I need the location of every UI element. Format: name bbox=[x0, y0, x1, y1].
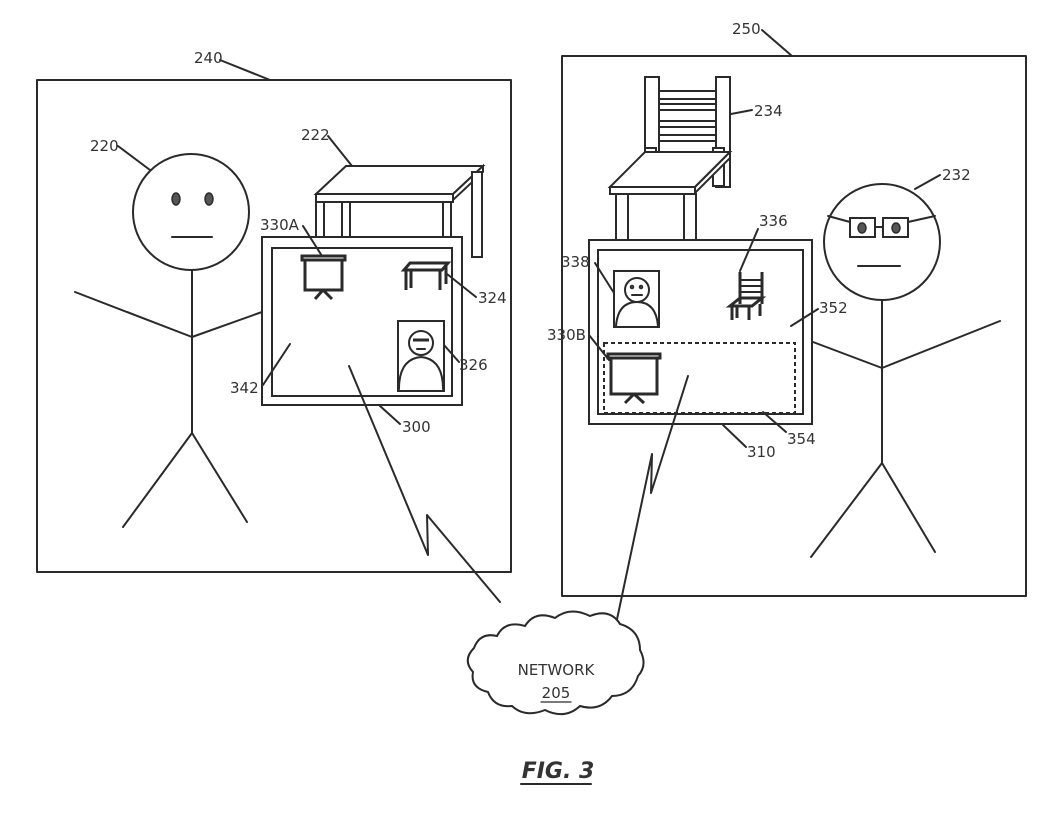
projector-stand-left bbox=[623, 392, 636, 405]
ref-324-label: 324 bbox=[478, 289, 507, 307]
leader-338 bbox=[594, 262, 615, 294]
network-cloud-shape bbox=[466, 610, 645, 716]
ref-250-label: 250 bbox=[732, 20, 761, 38]
user-232-glasses-arm bbox=[827, 215, 851, 223]
ref-234-label: 234 bbox=[754, 102, 783, 120]
right-environment-frame bbox=[561, 55, 1027, 597]
chair-icon-336 bbox=[725, 272, 767, 320]
chair-234-object bbox=[607, 76, 733, 241]
user-232-glasses-arm bbox=[907, 215, 936, 223]
user-232-right-leg bbox=[881, 462, 936, 553]
user-232-head bbox=[823, 183, 941, 301]
ref-222-label: 222 bbox=[301, 126, 330, 144]
leader-342 bbox=[262, 343, 291, 386]
table-leg bbox=[471, 171, 483, 258]
user-232-right-eye bbox=[891, 222, 901, 234]
table-icon-324 bbox=[400, 261, 452, 290]
user-220-left-leg bbox=[122, 432, 193, 528]
user-220-right-eye bbox=[204, 192, 214, 206]
user-232-left-leg bbox=[810, 462, 883, 558]
avatar-shoulders bbox=[398, 356, 444, 390]
chair-front-leg bbox=[615, 193, 629, 241]
leader-220 bbox=[117, 145, 151, 171]
table-leg bbox=[442, 201, 452, 238]
mini-chair-seat bbox=[725, 296, 767, 308]
table-top-edge-front bbox=[315, 193, 454, 203]
user-232-right-arm bbox=[881, 320, 1001, 369]
leader-352 bbox=[790, 308, 819, 327]
network-link-left bbox=[348, 365, 501, 603]
ref-338-label: 338 bbox=[561, 253, 590, 271]
table-leg bbox=[315, 201, 325, 238]
ref-336-label: 336 bbox=[759, 212, 788, 230]
ref-330a-label: 330A bbox=[260, 216, 300, 234]
chair-front-leg bbox=[683, 193, 697, 241]
leader-330a bbox=[302, 225, 323, 257]
display-310 bbox=[588, 228, 813, 425]
ref-220-label: 220 bbox=[90, 137, 119, 155]
avatar-icon-326 bbox=[397, 320, 445, 392]
ref-354-label: 354 bbox=[787, 430, 816, 448]
network-205-cloud: NETWORK 205 bbox=[466, 610, 645, 716]
leader-234 bbox=[730, 109, 753, 115]
user-220-head bbox=[132, 153, 250, 271]
mini-table-top bbox=[400, 261, 452, 272]
leader-326 bbox=[443, 344, 460, 363]
display-300: 330A bbox=[260, 216, 477, 406]
leader-300 bbox=[379, 405, 401, 425]
ref-240-label: 240 bbox=[194, 49, 223, 67]
user-220-left-arm bbox=[74, 291, 193, 338]
leader-354 bbox=[762, 411, 787, 433]
projector-icon-330b bbox=[606, 352, 662, 405]
ref-300-label: 300 bbox=[402, 418, 431, 436]
user-220-right-leg bbox=[191, 432, 248, 523]
network-link-right bbox=[615, 375, 689, 625]
leader-336 bbox=[739, 228, 759, 272]
ref-326-label: 326 bbox=[459, 356, 488, 374]
shared-region-354 bbox=[603, 342, 796, 414]
left-environment-frame bbox=[36, 79, 512, 573]
avatar-icon-338 bbox=[613, 270, 660, 328]
network-label: NETWORK bbox=[518, 661, 596, 679]
leader-222 bbox=[327, 135, 353, 167]
avatar-frame bbox=[613, 270, 660, 328]
ref-352-label: 352 bbox=[819, 299, 848, 317]
avatar-eye bbox=[638, 284, 644, 290]
avatar-shoulders bbox=[615, 301, 659, 327]
leader-232 bbox=[914, 174, 941, 190]
leader-324 bbox=[446, 273, 477, 298]
ref-342-label: 342 bbox=[230, 379, 259, 397]
user-220-left-eye bbox=[171, 192, 181, 206]
leader-330b bbox=[588, 334, 610, 361]
avatar-head bbox=[408, 330, 434, 356]
ref-310-label: 310 bbox=[747, 443, 776, 461]
user-232-left-arm bbox=[812, 341, 883, 369]
projector-stand-left bbox=[313, 289, 325, 300]
projector-stand-right bbox=[321, 288, 334, 301]
chair-slat bbox=[658, 120, 717, 128]
leader-250 bbox=[761, 29, 793, 57]
chair-slat bbox=[658, 103, 717, 111]
projector-icon-330a bbox=[300, 254, 347, 301]
projector-stand-right bbox=[632, 392, 646, 405]
user-232-left-eye bbox=[857, 222, 867, 234]
right-environment: 250 234 bbox=[547, 20, 1027, 625]
leader-240 bbox=[219, 59, 271, 81]
chair-slat bbox=[658, 90, 717, 100]
table-leg bbox=[341, 201, 351, 238]
chair-slat bbox=[658, 134, 717, 142]
user-232-figure bbox=[810, 183, 1001, 558]
left-environment: 240 220 222 bbox=[36, 49, 512, 603]
leader-310 bbox=[722, 424, 747, 448]
ref-330b-label: 330B bbox=[547, 326, 586, 344]
user-220-figure bbox=[74, 153, 263, 528]
avatar-eye bbox=[629, 284, 635, 290]
ref-232-label: 232 bbox=[942, 166, 971, 184]
chair-seat-edge-front bbox=[609, 186, 696, 195]
network-ref: 205 bbox=[542, 684, 571, 702]
figure-caption: FIG. 3 bbox=[522, 759, 595, 784]
user-220-right-arm bbox=[191, 311, 263, 338]
